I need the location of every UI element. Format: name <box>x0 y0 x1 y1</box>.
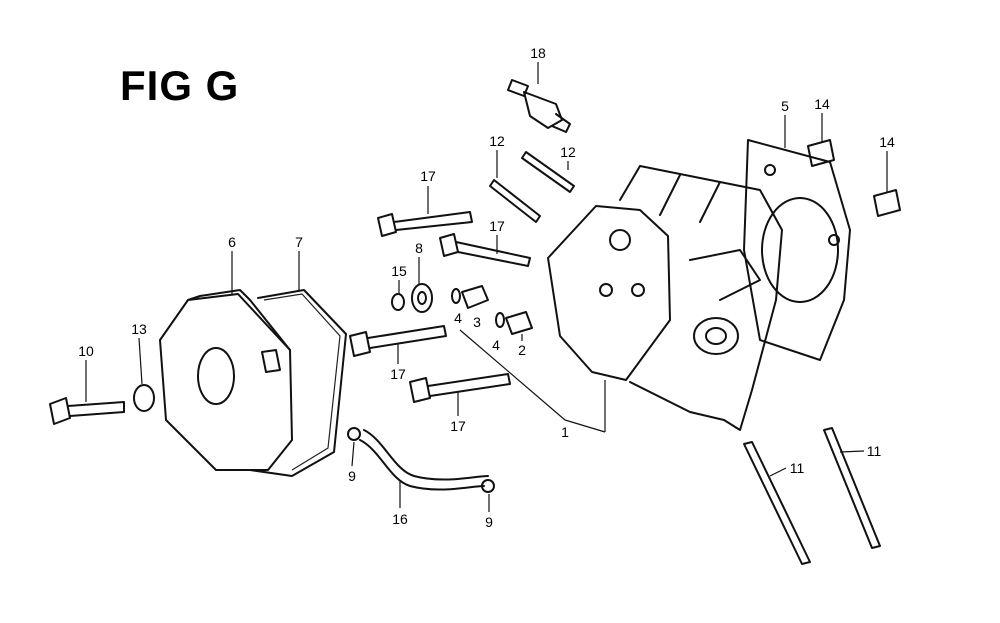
breather-tube <box>359 439 485 491</box>
flange-bolt-17a <box>377 211 473 237</box>
leader-lines <box>85 62 888 512</box>
callout-14: 14 <box>814 96 830 112</box>
callout-2: 2 <box>518 342 526 358</box>
callout-5: 5 <box>781 98 789 114</box>
stud-11a <box>743 441 811 565</box>
head-cover-gasket <box>249 289 347 477</box>
callout-14: 14 <box>879 134 895 150</box>
callout-4: 4 <box>492 337 500 353</box>
stud-bolt-12b <box>521 151 575 193</box>
flange-bolt-17d <box>409 373 511 403</box>
head-gasket <box>743 139 851 361</box>
callout-1: 1 <box>561 424 569 440</box>
spark-plug <box>507 79 571 133</box>
stud-11b <box>823 427 881 549</box>
cylinder-head <box>547 165 783 431</box>
callout-16: 16 <box>392 511 408 527</box>
dowel-pin-2 <box>505 311 533 335</box>
callout-18: 18 <box>530 45 546 61</box>
callout-15: 15 <box>391 263 407 279</box>
o-ring-15 <box>391 293 405 311</box>
callout-17: 17 <box>450 418 466 434</box>
callout-9: 9 <box>485 514 493 530</box>
head-cover <box>159 289 293 471</box>
stud-bolt-12a <box>489 179 541 223</box>
washer-8 <box>411 283 433 313</box>
callout-17: 17 <box>489 218 505 234</box>
callout-17: 17 <box>420 168 436 184</box>
callout-10: 10 <box>78 343 94 359</box>
callout-11: 11 <box>790 460 805 476</box>
clip-9a <box>347 427 361 441</box>
callout-17: 17 <box>390 366 406 382</box>
cover-bolt <box>49 397 125 425</box>
dowel-14b <box>873 189 901 217</box>
dowel-14a <box>807 139 835 167</box>
callout-12: 12 <box>489 133 505 149</box>
callout-13: 13 <box>131 321 147 337</box>
callout-9: 9 <box>348 468 356 484</box>
flange-bolt-17c <box>349 325 447 357</box>
clip-9b <box>481 479 495 493</box>
callout-12: 12 <box>560 144 576 160</box>
callout-6: 6 <box>228 234 236 250</box>
callout-8: 8 <box>415 240 423 256</box>
flange-bolt-17b <box>439 233 531 267</box>
dowel-pin-3 <box>461 285 489 309</box>
sealing-washer <box>133 384 155 412</box>
figure-title: FIG G <box>120 62 240 109</box>
callout-11: 11 <box>867 443 882 459</box>
callout-3: 3 <box>473 314 481 330</box>
callout-7: 7 <box>295 234 303 250</box>
callout-4: 4 <box>454 310 462 326</box>
